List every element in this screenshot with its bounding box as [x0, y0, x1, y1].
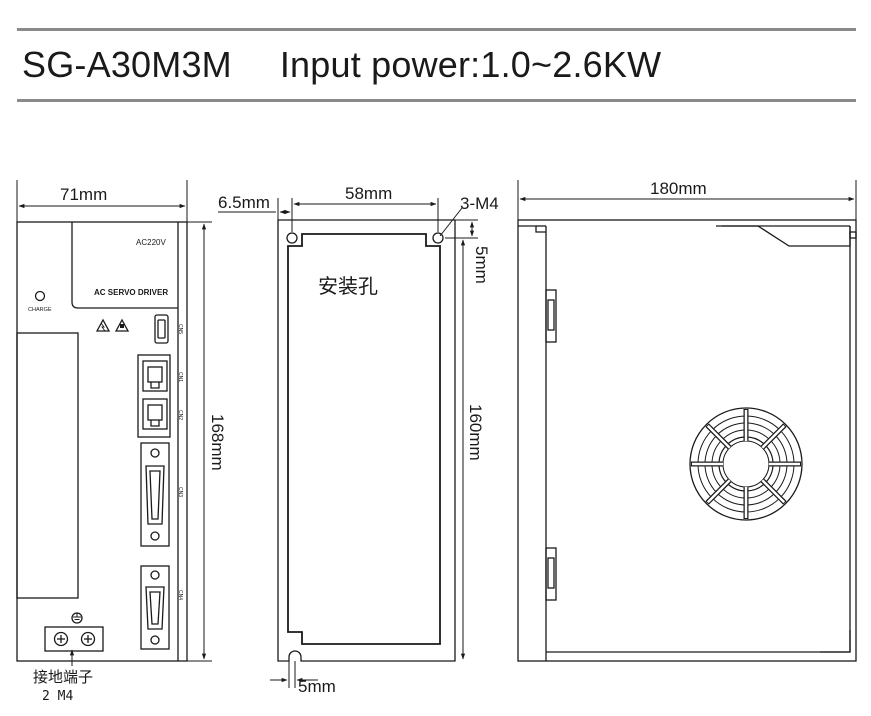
mount-hole-icon: [432, 232, 444, 244]
cn5-label: CN5: [177, 324, 183, 334]
mount-plate: [277, 219, 456, 662]
power-spec: Input power:1.0~2.6KW: [279, 44, 662, 85]
mount-height-label: 160mm: [466, 404, 485, 461]
side-view: [517, 180, 857, 662]
screw-label: 3-M4: [460, 194, 499, 213]
offset-label: 6.5mm: [218, 193, 270, 212]
side-clip-top: [545, 289, 557, 343]
page-title: SG-A30M3M Input power:1.0~2.6KW: [22, 44, 661, 86]
front-width-label: 71mm: [60, 185, 107, 204]
product-label: AC SERVO DRIVER: [94, 288, 168, 297]
side-clip-bottom: [545, 547, 557, 601]
cn4-port: [140, 565, 170, 650]
cn5-port: [154, 314, 169, 344]
rj45-block: [137, 354, 171, 438]
cn2-port: [142, 398, 168, 430]
warning-icon: [95, 318, 111, 332]
terminal-screw-icon: [80, 631, 96, 647]
mount-view: [218, 198, 478, 688]
front-height-label: 168mm: [208, 414, 227, 471]
mount-hole-icon: [286, 232, 298, 244]
fan-icon: [689, 407, 803, 521]
side-body: [517, 219, 857, 662]
voltage-label: AC220V: [136, 238, 166, 247]
hazard-icon: [114, 318, 130, 332]
top-rule: [17, 28, 856, 31]
front-view: [16, 180, 212, 666]
mount-plate-inner: [287, 233, 441, 645]
terminal-spec: 2 M4: [42, 689, 73, 704]
terminal-label: 接地端子: [33, 669, 93, 686]
bottom-rule: [17, 99, 856, 102]
cn1-label: CN1: [177, 372, 183, 382]
cn2-label: CN2: [177, 410, 183, 420]
top-margin-label: 5mm: [472, 246, 491, 284]
bottom-margin-label: 5mm: [298, 677, 336, 696]
mount-hole-label: 安装孔: [318, 275, 378, 298]
side-depth-label: 180mm: [650, 179, 707, 198]
mount-width-label: 58mm: [345, 184, 392, 203]
cn3-label: CN3: [177, 487, 183, 497]
cn1-port: [142, 360, 168, 392]
terminal-screw-icon: [53, 631, 69, 647]
charge-led-icon: [34, 290, 46, 302]
cn4-label: CN4: [177, 590, 183, 600]
cn3-port: [140, 442, 170, 547]
charge-label: CHARGE: [28, 307, 52, 313]
model-name: SG-A30M3M: [22, 44, 232, 85]
